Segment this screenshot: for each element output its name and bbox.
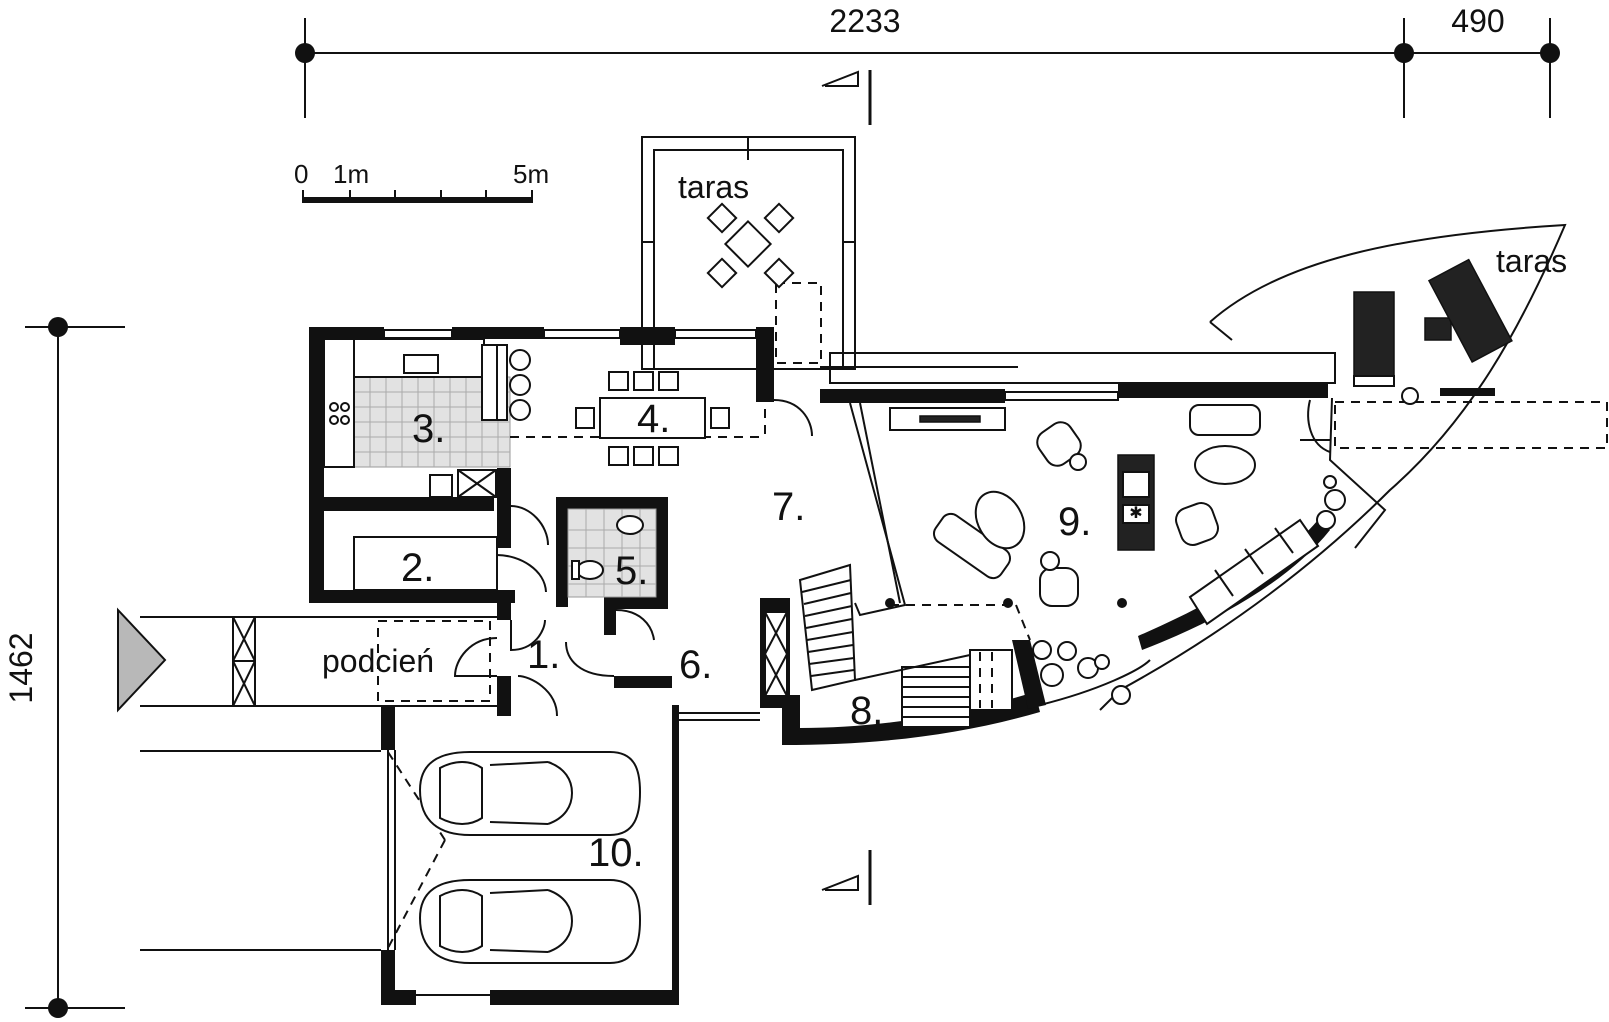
scale-label-zero: 0 bbox=[294, 159, 308, 189]
scale-label-five: 5m bbox=[513, 159, 549, 189]
room-7-label: 7. bbox=[772, 485, 805, 529]
car-icon bbox=[418, 879, 642, 964]
dimension-vertical: 1462 bbox=[3, 317, 125, 1018]
svg-text:✱: ✱ bbox=[1129, 505, 1142, 522]
dimension-horizontal: 2233 490 bbox=[295, 3, 1560, 118]
living-room: ✱ 9. bbox=[885, 404, 1346, 687]
scale-bar: 0 1m 5m bbox=[294, 159, 549, 203]
wall-outlines bbox=[383, 329, 1387, 721]
porch: podcień bbox=[140, 616, 509, 707]
section-marker-top bbox=[821, 70, 872, 125]
wc: 5. bbox=[567, 508, 657, 641]
hallway-stairs: 7. bbox=[772, 399, 857, 692]
entry-hall: 1. bbox=[510, 505, 615, 717]
terrace-right: taras bbox=[1099, 223, 1608, 711]
porch-label: podcień bbox=[322, 643, 434, 679]
entrance-arrow-icon bbox=[117, 607, 167, 713]
room-9-label: 9. bbox=[1058, 500, 1091, 544]
terrace-top-label: taras bbox=[678, 169, 749, 205]
kitchen: 3. bbox=[323, 338, 766, 498]
room-5-label: 5. bbox=[615, 549, 648, 593]
width-extra-label: 490 bbox=[1451, 3, 1504, 39]
room-8-label: 8. bbox=[850, 689, 883, 733]
vestibule: 6. bbox=[679, 611, 788, 697]
width-total-label: 2233 bbox=[829, 3, 900, 39]
room-6-label: 6. bbox=[679, 643, 712, 687]
terrace-right-label: taras bbox=[1496, 243, 1567, 279]
room-1-label: 1. bbox=[527, 633, 560, 677]
dining: 4. bbox=[575, 371, 730, 466]
car-icon bbox=[418, 751, 642, 836]
room-3-label: 3. bbox=[412, 407, 445, 451]
storage: 2. bbox=[353, 536, 547, 593]
terrace-top: taras bbox=[641, 136, 856, 370]
scale-label-one: 1m bbox=[333, 159, 369, 189]
room-10-label: 10. bbox=[588, 831, 644, 875]
section-marker-bottom bbox=[821, 850, 872, 905]
staircase-room: 8. bbox=[850, 649, 1013, 733]
garage: 10. bbox=[140, 750, 644, 996]
room-2-label: 2. bbox=[401, 546, 434, 590]
room-4-label: 4. bbox=[637, 397, 670, 441]
height-total-label: 1462 bbox=[3, 632, 39, 703]
